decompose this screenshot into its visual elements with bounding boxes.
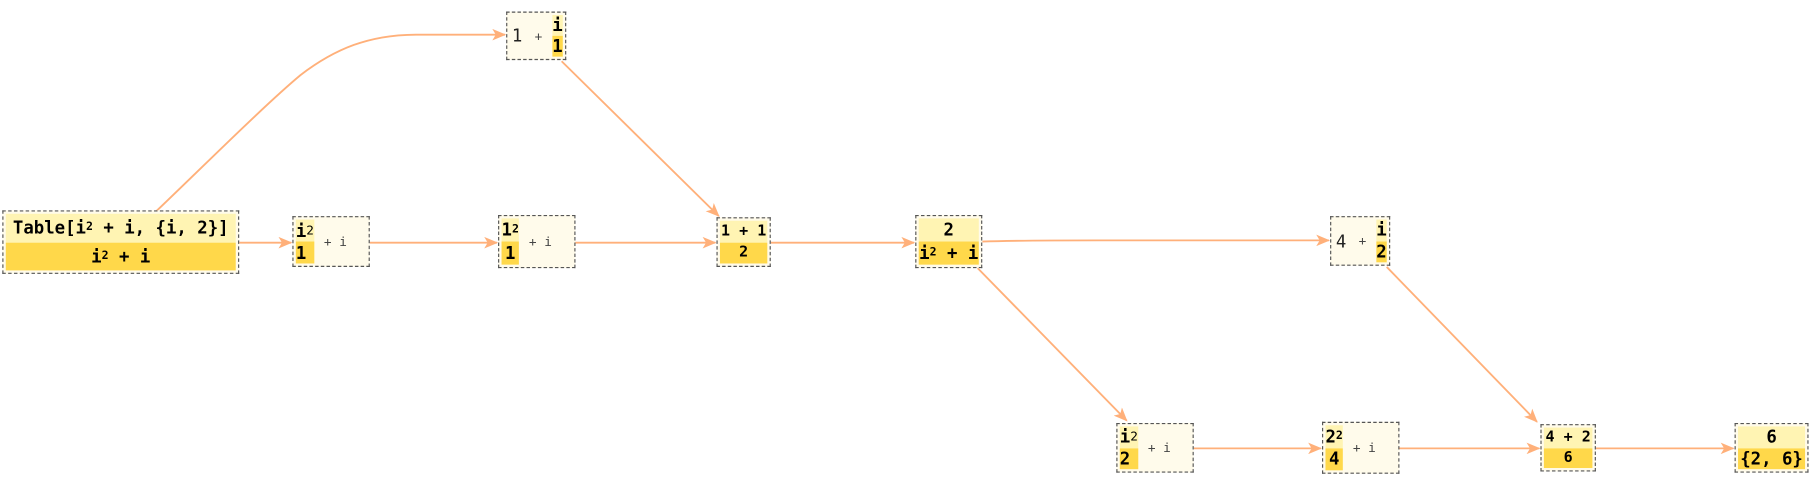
node-output: 1 xyxy=(552,35,563,57)
node-rest: + i xyxy=(1345,440,1376,456)
edge-n6-to-n8 xyxy=(976,267,1128,422)
node-input: 6 xyxy=(1738,426,1806,448)
node-1-plus-i[interactable]: 1 + i 1 xyxy=(506,11,567,61)
node-text: 1 xyxy=(505,242,516,264)
node-rest: + i xyxy=(316,234,347,250)
node-text: 1 xyxy=(511,25,523,47)
node-column: i 1 xyxy=(552,15,563,57)
node-text: + xyxy=(526,28,550,44)
node-text: 2 xyxy=(1325,426,1336,447)
node-rest: + i xyxy=(1140,440,1171,456)
node-text: 1 xyxy=(501,219,512,241)
node-text: i xyxy=(295,220,307,241)
node-text: 2 xyxy=(1119,448,1131,469)
node-text: 4 xyxy=(1328,448,1340,470)
edge-n4-to-n5 xyxy=(560,60,720,217)
node-output: 1 xyxy=(501,241,519,265)
node-output: 2 xyxy=(1119,447,1138,470)
node-output: 6 xyxy=(1543,447,1593,469)
node-text: + i xyxy=(108,245,151,267)
node-output: 2 xyxy=(1376,240,1387,263)
edge-n7-to-n10 xyxy=(1386,266,1538,423)
node-text: i xyxy=(919,242,930,264)
node-output: 2 xyxy=(719,242,768,264)
node-text: 1 xyxy=(295,242,307,263)
node-text: Table[i xyxy=(12,217,86,239)
node-column: i 2 xyxy=(1376,219,1387,263)
node-input: 4 + 2 xyxy=(1543,427,1593,448)
node-input: i xyxy=(1376,219,1387,241)
node-1-plus-1[interactable]: 1 + 1 2 xyxy=(716,217,771,267)
node-rest: + i xyxy=(521,234,552,250)
node-result[interactable]: 6 {2, 6} xyxy=(1734,422,1809,473)
node-text: + i, {i, 2}] xyxy=(92,217,229,239)
edge-table-to-n4 xyxy=(155,28,507,213)
node-text: 4 xyxy=(1335,230,1347,252)
node-output: {2, 6} xyxy=(1738,447,1806,470)
node-output: 4 xyxy=(1325,447,1343,471)
node-text: + xyxy=(1350,233,1374,249)
node-text: i xyxy=(91,245,102,267)
node-4-plus-2[interactable]: 4 + 2 6 xyxy=(1540,424,1596,472)
node-text: i xyxy=(1119,426,1131,448)
node-4-plus-i[interactable]: 4 + i 2 xyxy=(1330,216,1391,266)
node-output: 1 xyxy=(295,241,314,264)
node-text: + i xyxy=(936,242,979,264)
node-input: 2 xyxy=(918,218,979,242)
node-input: 1 + 1 xyxy=(719,220,768,243)
node-input: i xyxy=(552,15,563,36)
edge-n6-to-n7 xyxy=(982,234,1331,247)
